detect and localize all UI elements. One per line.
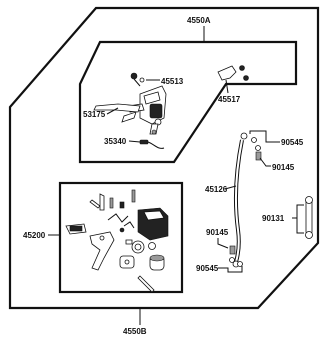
bracket-45517-illustration xyxy=(217,65,249,81)
label-53175: 53175 xyxy=(83,110,106,119)
label-90545-top: 90545 xyxy=(281,138,304,147)
banjo-parts-top-illustration xyxy=(251,137,262,161)
label-90145-top: 90145 xyxy=(272,163,295,172)
brake-hose-45126-illustration xyxy=(232,132,248,268)
label-4550a: 4550A xyxy=(187,16,211,25)
inner-frame-4550a xyxy=(78,40,298,164)
banjo-parts-bottom-illustration xyxy=(229,245,243,267)
label-90545-bottom: 90545 xyxy=(196,264,219,273)
caliper-illustration xyxy=(65,189,169,293)
label-45126: 45126 xyxy=(205,185,228,194)
label-45513: 45513 xyxy=(161,77,184,86)
outer-frame-4550b xyxy=(8,6,320,310)
screw-45513-illustration xyxy=(130,72,145,87)
label-4550b: 4550B xyxy=(123,327,147,336)
bleeder-90131-illustration xyxy=(305,196,313,239)
label-90131: 90131 xyxy=(262,214,285,223)
label-45200: 45200 xyxy=(23,231,46,240)
label-45517: 45517 xyxy=(218,95,241,104)
switch-35340-illustration xyxy=(139,139,165,149)
caliper-frame xyxy=(58,181,184,294)
label-35340: 35340 xyxy=(104,137,127,146)
label-90145-bottom: 90145 xyxy=(206,228,229,237)
